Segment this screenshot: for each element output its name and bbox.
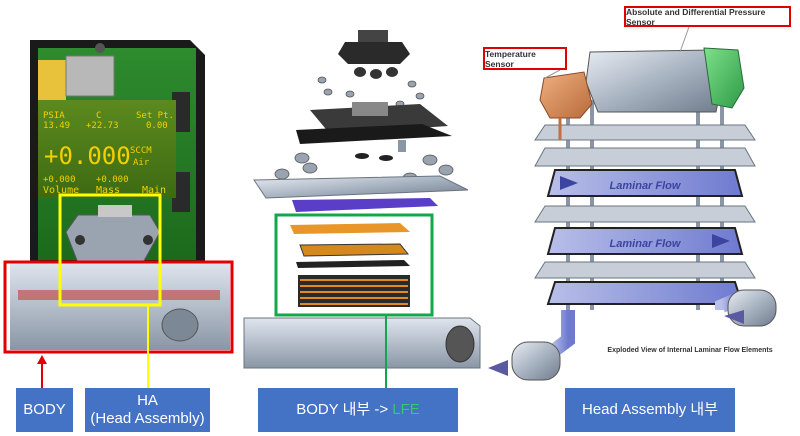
- head-assembly-exploded: Laminar Flow Laminar Flow: [488, 47, 777, 381]
- body-flow-channel: [18, 290, 220, 300]
- label-body: BODY: [16, 388, 73, 432]
- body-port: [161, 308, 199, 342]
- label-head-assembly: HA (Head Assembly): [85, 388, 210, 432]
- label-body-inner-prefix: BODY 내부 ->: [296, 401, 389, 418]
- lfe-highlight-box: [274, 213, 434, 317]
- lcd-setpt-label: Set Pt.: [136, 111, 174, 121]
- lfe-stack-stripes: [300, 279, 408, 305]
- base-body-block: [243, 317, 481, 369]
- lfe-layer-thin: [296, 260, 410, 268]
- connector-lug-1: [354, 67, 366, 77]
- temperature-sensor-callout: Temperature Sensor: [483, 47, 567, 70]
- lfe-layer-orange-mid: [299, 243, 410, 257]
- outlet-arrow: [724, 310, 744, 324]
- lcd-setpt-value: 0.00: [146, 121, 168, 131]
- lcd-c-label: C: [96, 111, 101, 121]
- ha-highlight-box: [58, 193, 162, 307]
- small-oring-1: [355, 153, 369, 159]
- pcb-header-top: [172, 92, 190, 132]
- pressure-sensor-body: [585, 49, 723, 113]
- lcd-main-label: Main: [142, 185, 166, 196]
- connector-lug-3: [386, 67, 398, 77]
- temperature-callout-line: [544, 69, 561, 79]
- flow-arrow-1: [560, 176, 578, 190]
- chip-screw-right: [143, 235, 153, 245]
- thin-gasket: [296, 124, 452, 144]
- temperature-sensor-body: [539, 71, 593, 119]
- lcd-screen: [38, 100, 176, 198]
- lcd-psia-label: PSIA: [43, 111, 65, 121]
- top-connector: [338, 42, 410, 64]
- lcd-volume-value: +0.000: [43, 175, 76, 185]
- exploded-body: [243, 30, 481, 369]
- meter-device: PSIA 13.49 C +22.73 Set Pt. 0.00 +0.000 …: [10, 40, 230, 350]
- inlet-pipe: [547, 310, 575, 358]
- label-ha-line1: HA: [137, 392, 158, 409]
- inlet-fitting: [511, 341, 561, 381]
- small-pin: [398, 140, 406, 152]
- lcd-mass-value: +0.000: [96, 175, 129, 185]
- chip-screw-left: [75, 235, 85, 245]
- label-head-assembly-inner: Head Assembly 내부: [565, 388, 735, 432]
- exploded-view-caption: Exploded View of Internal Laminar Flow E…: [607, 347, 772, 354]
- body-arrow-head: [37, 355, 47, 364]
- lcd-psia-value: 13.49: [43, 121, 70, 131]
- lfe-layer-orange-top: [290, 223, 410, 234]
- purple-gasket: [292, 198, 438, 212]
- pcb-header-bottom: [172, 172, 190, 212]
- lcd-mass-label: Mass: [96, 185, 120, 196]
- flow-plates: [534, 124, 756, 305]
- chip-pins: [98, 205, 132, 217]
- flow-label-2: Laminar Flow: [610, 238, 682, 250]
- connector-lug-2: [370, 69, 382, 79]
- pressure-sensor-cap: [703, 47, 745, 109]
- pcb-connector: [65, 55, 115, 97]
- label-body-inner-lfe: LFE: [392, 401, 420, 418]
- label-ha-line2: (Head Assembly): [90, 410, 205, 427]
- connector-pins: [358, 30, 388, 42]
- inlet-arrow: [488, 360, 508, 376]
- pcb-component-yellow: [38, 60, 66, 100]
- label-body-inner: BODY 내부 -> LFE: [258, 388, 458, 432]
- upper-metal-plate: [253, 175, 469, 199]
- pcb-screw: [95, 43, 105, 53]
- body-highlight-box: [3, 260, 234, 354]
- cover-sensor: [352, 102, 388, 116]
- flow-label-1: Laminar Flow: [610, 180, 682, 192]
- small-oring-2: [379, 155, 393, 161]
- base-port: [445, 325, 475, 363]
- lcd-volume-label: Volume: [43, 185, 79, 196]
- lcd-main-value: +0.000: [44, 142, 131, 170]
- flow-arrow-2: [712, 234, 730, 248]
- lcd-unit: SCCM: [130, 146, 152, 156]
- lcd-c-value: +22.73: [86, 121, 119, 131]
- pressure-callout-line: [679, 23, 691, 53]
- pressure-sensor-callout: Absolute and Differential Pressure Senso…: [624, 6, 791, 27]
- exploded-screws: [274, 76, 454, 184]
- lcd-gas: Air: [133, 158, 150, 168]
- outlet-fitting: [727, 289, 777, 327]
